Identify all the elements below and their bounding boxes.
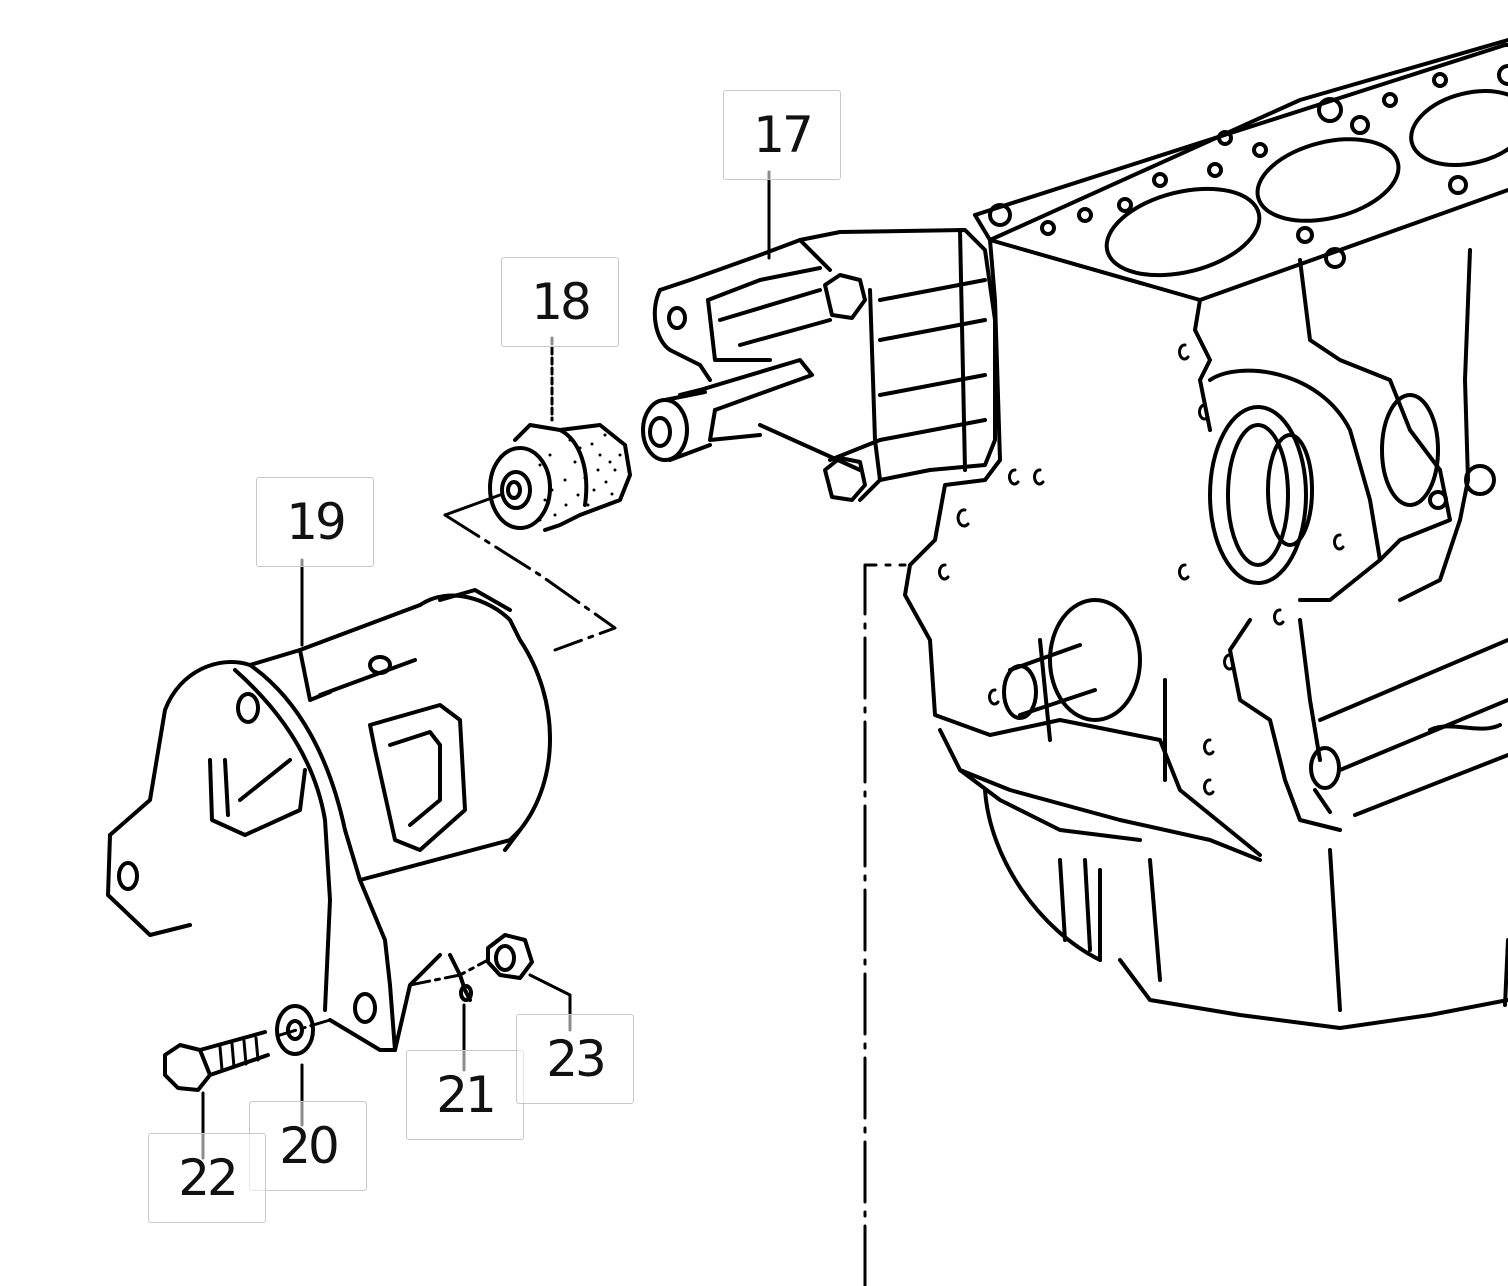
assembly-lines [278, 493, 907, 1286]
callout-label: 19 [286, 493, 347, 551]
callout-label: 17 [753, 106, 814, 164]
callout-label: 18 [531, 273, 592, 331]
callout-22[interactable]: 22 [148, 1133, 266, 1223]
part-18-bush [488, 423, 632, 532]
callout-21[interactable]: 21 [406, 1050, 524, 1140]
callout-label: 20 [279, 1117, 340, 1175]
callout-label: 23 [546, 1030, 607, 1088]
callout-17[interactable]: 17 [723, 90, 841, 180]
callout-label: 21 [436, 1066, 497, 1124]
part-17-bracket [641, 228, 997, 502]
callout-23[interactable]: 23 [516, 1014, 634, 1104]
part-20-washer [275, 1004, 315, 1056]
callout-19[interactable]: 19 [256, 477, 374, 567]
part-19-cover [106, 588, 552, 1052]
part-23-nut [486, 933, 534, 980]
part-21-spring-washer [448, 953, 473, 1002]
part-22-bolt [163, 1030, 270, 1092]
callout-20[interactable]: 20 [249, 1101, 367, 1191]
callout-label: 22 [178, 1149, 239, 1207]
callout-18[interactable]: 18 [501, 257, 619, 347]
engine-block [903, 38, 1508, 1030]
